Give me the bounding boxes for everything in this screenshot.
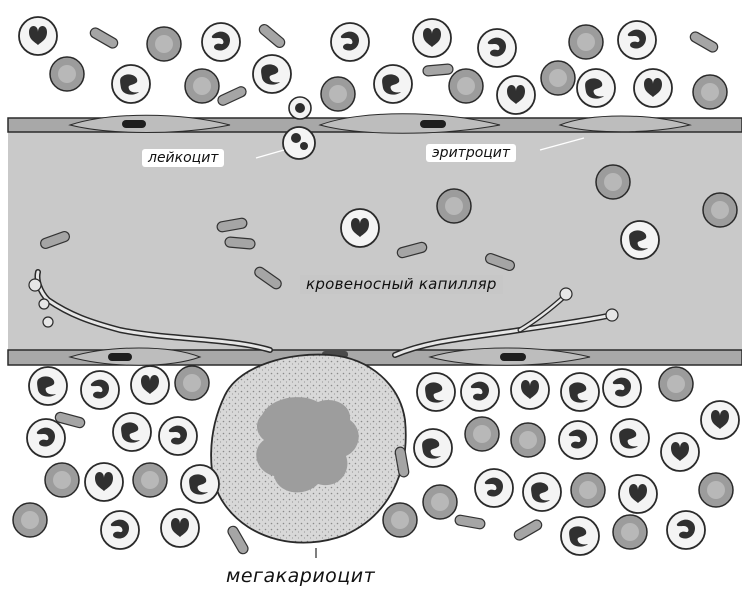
leukocyte xyxy=(661,433,699,471)
leukocyte xyxy=(81,371,119,409)
erythrocyte-label: эритроцит xyxy=(426,144,516,162)
erythrocyte xyxy=(147,27,181,61)
leukocyte xyxy=(618,21,656,59)
leukocyte xyxy=(181,465,219,503)
leukocyte xyxy=(112,65,150,103)
leukocyte xyxy=(461,373,499,411)
erythrocyte xyxy=(541,61,575,95)
erythrocyte xyxy=(13,503,47,537)
platelet-bud xyxy=(39,299,49,309)
leukocyte-nucleus xyxy=(300,142,308,150)
erythrocyte xyxy=(321,77,355,111)
erythrocyte xyxy=(423,485,457,519)
erythrocyte xyxy=(449,69,483,103)
leukocyte xyxy=(341,209,379,247)
leukocyte xyxy=(561,373,599,411)
erythrocyte xyxy=(613,515,647,549)
erythrocyte xyxy=(699,473,733,507)
leukocyte xyxy=(253,55,291,93)
leukocyte xyxy=(159,417,197,455)
leukocyte xyxy=(497,76,535,114)
leukocyte xyxy=(331,23,369,61)
leukocyte xyxy=(577,69,615,107)
erythrocyte xyxy=(569,25,603,59)
leukocyte xyxy=(619,475,657,513)
erythrocyte xyxy=(596,165,630,199)
endothelial-nucleus xyxy=(420,120,446,128)
endothelial-nucleus xyxy=(500,353,526,361)
leukocyte xyxy=(19,17,57,55)
leukocyte xyxy=(511,371,549,409)
leukocyte xyxy=(413,19,451,57)
leukocyte xyxy=(634,69,672,107)
erythrocyte xyxy=(45,463,79,497)
endothelial-nucleus xyxy=(122,120,146,128)
leukocyte xyxy=(611,419,649,457)
erythrocyte xyxy=(571,473,605,507)
leukocyte xyxy=(113,413,151,451)
leukocyte-label: лейкоцит xyxy=(142,149,224,167)
platelet xyxy=(225,237,256,250)
leukocyte xyxy=(621,221,659,259)
endothelial-nucleus xyxy=(108,353,132,361)
erythrocyte xyxy=(465,417,499,451)
platelet-bud xyxy=(560,288,572,300)
leukocyte xyxy=(29,367,67,405)
capillary-label: кровеносный капилляр xyxy=(300,275,503,294)
leukocyte xyxy=(561,517,599,555)
leukocyte xyxy=(478,29,516,67)
erythrocyte xyxy=(693,75,727,109)
leukocyte-nucleus xyxy=(291,133,301,143)
leukocyte xyxy=(523,473,561,511)
erythrocyte xyxy=(511,423,545,457)
leukocyte xyxy=(131,366,169,404)
erythrocyte xyxy=(437,189,471,223)
leukocyte xyxy=(85,463,123,501)
platelet-bud xyxy=(29,279,41,291)
erythrocyte xyxy=(133,463,167,497)
leukocyte xyxy=(161,509,199,547)
erythrocyte xyxy=(703,193,737,227)
leukocyte xyxy=(559,421,597,459)
leukocyte-transmigrating xyxy=(283,127,315,159)
erythrocyte xyxy=(383,503,417,537)
megakaryocyte-label: мегакариоцит xyxy=(226,567,375,586)
leukocyte-nucleus xyxy=(295,103,305,113)
leukocyte xyxy=(417,373,455,411)
erythrocyte xyxy=(175,366,209,400)
leukocyte xyxy=(202,23,240,61)
platelet-bud xyxy=(43,317,53,327)
leukocyte xyxy=(475,469,513,507)
erythrocyte xyxy=(50,57,84,91)
platelet xyxy=(423,64,454,77)
erythrocyte xyxy=(659,367,693,401)
leukocyte xyxy=(101,511,139,549)
leukocyte xyxy=(667,511,705,549)
leukocyte xyxy=(603,369,641,407)
erythrocyte xyxy=(185,69,219,103)
leukocyte xyxy=(701,401,739,439)
platelet-bud xyxy=(606,309,618,321)
leukocyte xyxy=(414,429,452,467)
leukocyte xyxy=(27,419,65,457)
leukocyte xyxy=(374,65,412,103)
